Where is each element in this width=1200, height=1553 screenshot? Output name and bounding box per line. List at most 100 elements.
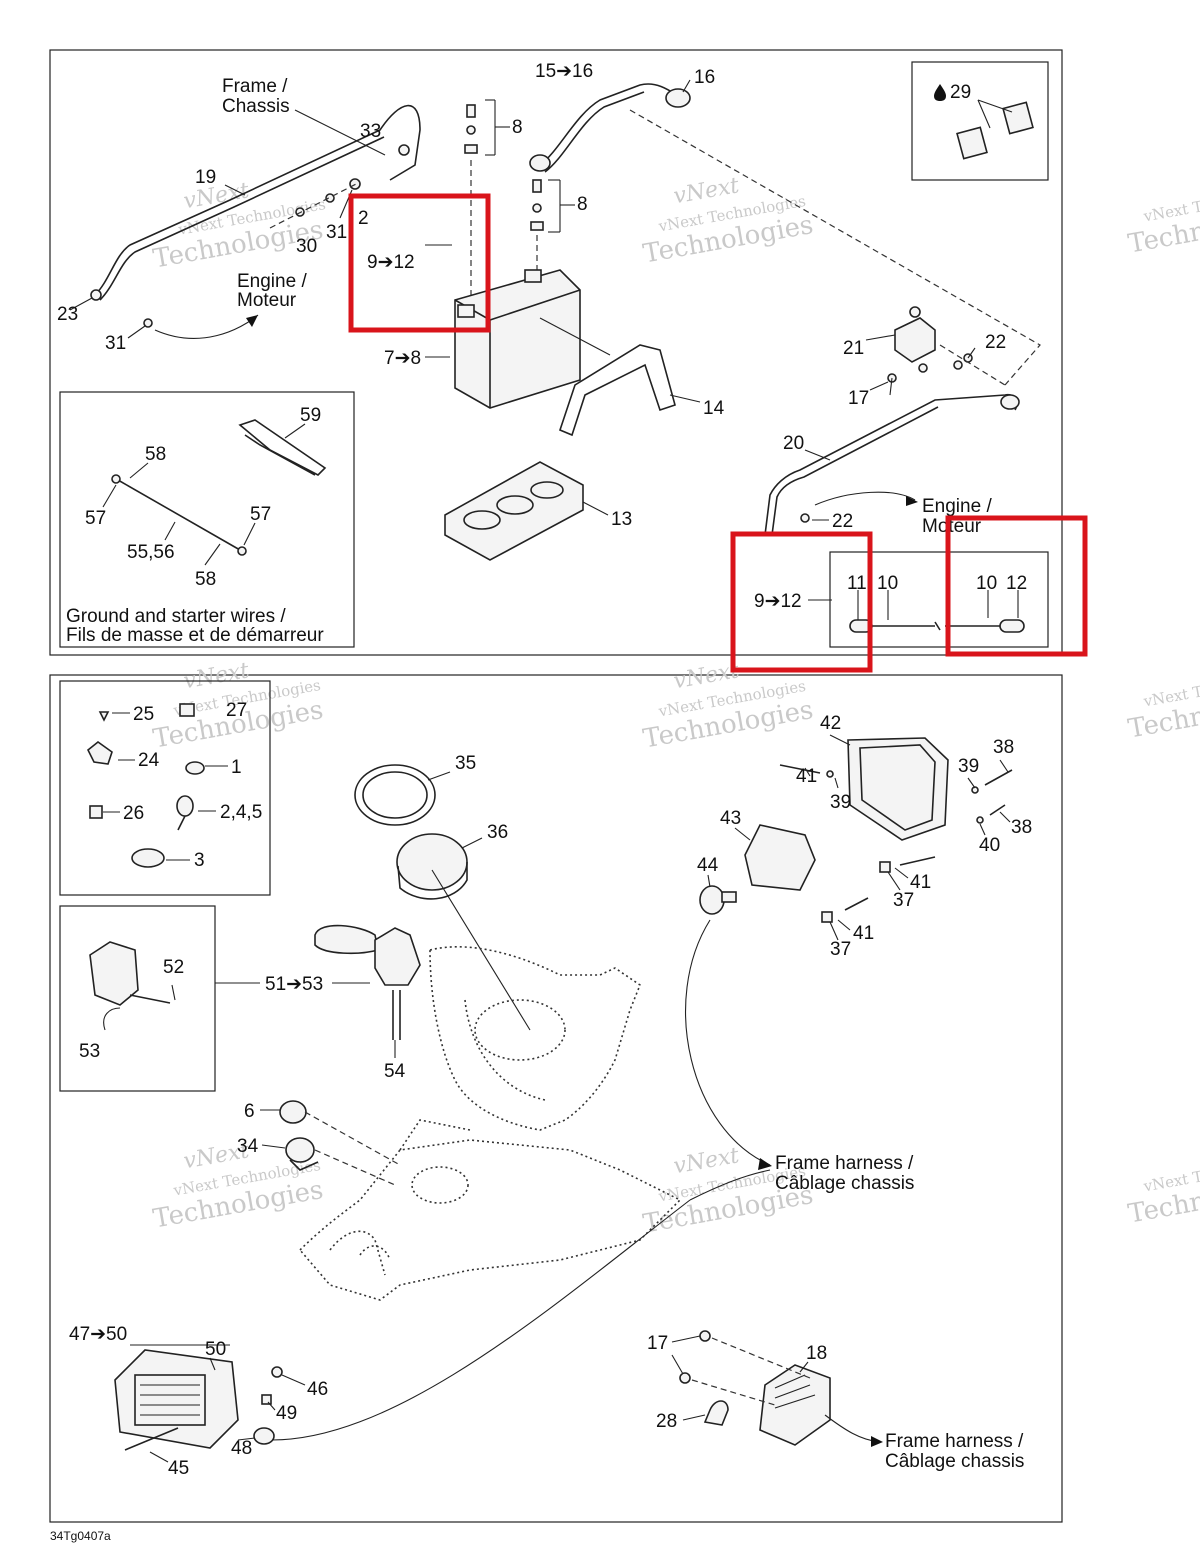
label-part-48: 48 bbox=[231, 1438, 252, 1459]
clip-49 bbox=[261, 1394, 272, 1405]
strap-pointer bbox=[539, 317, 611, 356]
highlight-box-wire-left bbox=[730, 531, 873, 673]
engine-arrowhead-left bbox=[246, 315, 258, 327]
label-part-37: 37 bbox=[830, 939, 851, 960]
label-part-51-53: 51➔53 bbox=[265, 974, 323, 995]
label-part-37: 37 bbox=[893, 890, 914, 911]
ring-terminal-23 bbox=[90, 289, 102, 301]
tail-harness-line bbox=[271, 1199, 691, 1441]
label-engine-moteur: Engine / bbox=[922, 496, 992, 517]
nut-22b bbox=[800, 513, 810, 523]
label-frame-chassis: Frame / bbox=[222, 76, 288, 97]
gauge-bezel-35 bbox=[354, 764, 436, 826]
label-part-8: 8 bbox=[512, 117, 523, 138]
terminal-boot-16 bbox=[665, 88, 691, 108]
top-panel-labels: Frame / Chassis 15➔16 16 8 8 33 19 2 31 … bbox=[57, 61, 1027, 646]
positive-route-dash bbox=[629, 109, 1041, 386]
label-part-43: 43 bbox=[720, 808, 741, 829]
positive-cable-15-16 bbox=[539, 83, 686, 166]
label-part-17: 17 bbox=[647, 1333, 668, 1354]
label-part-26: 26 bbox=[123, 803, 144, 824]
label-frame-harness: Frame harness / bbox=[775, 1153, 914, 1174]
screw-17-shank bbox=[889, 377, 893, 396]
highlight-box-wire-right bbox=[945, 515, 1088, 657]
top-panel-frame bbox=[49, 49, 1063, 656]
regulator-dash-b bbox=[691, 1379, 776, 1406]
label-part-2: 2 bbox=[358, 208, 369, 229]
clamp-28 bbox=[703, 1400, 729, 1426]
cable-boot-20 bbox=[1000, 394, 1020, 410]
label-part-38: 38 bbox=[1011, 817, 1032, 838]
label-part-57: 57 bbox=[85, 508, 106, 529]
washer-31 bbox=[325, 193, 335, 203]
label-engine-moteur: Moteur bbox=[237, 290, 297, 311]
label-part-36: 36 bbox=[487, 822, 508, 843]
label-part-6: 6 bbox=[244, 1101, 255, 1122]
label-part-55-56: 55,56 bbox=[127, 542, 175, 563]
label-part-22: 22 bbox=[832, 511, 853, 532]
inset-ground-frame bbox=[59, 391, 355, 648]
small-parts bbox=[86, 703, 205, 868]
label-part-31: 31 bbox=[326, 222, 347, 243]
label-part-35: 35 bbox=[455, 753, 476, 774]
label-part-9-12: 9➔12 bbox=[367, 252, 415, 273]
label-part-45: 45 bbox=[168, 1458, 189, 1479]
label-part-13: 13 bbox=[611, 509, 632, 530]
label-part-1: 1 bbox=[231, 757, 242, 778]
engine-arrow-right bbox=[814, 491, 916, 506]
terminal-boot-15 bbox=[529, 154, 551, 172]
label-part-50: 50 bbox=[205, 1339, 226, 1360]
headlight-housing-42 bbox=[847, 737, 949, 841]
bolt-axis-dash bbox=[269, 181, 361, 229]
bolt-set-8-left bbox=[464, 99, 510, 156]
label-part-30: 30 bbox=[296, 236, 317, 257]
switch-34-dash bbox=[314, 1149, 396, 1186]
watermarks: vNext vNext Technologies Technologies vN… bbox=[151, 173, 1200, 1239]
label-part-40: 40 bbox=[979, 835, 1000, 856]
label-part-24: 24 bbox=[138, 750, 160, 771]
highlight-box-battery-terminal bbox=[348, 193, 491, 333]
inset-small-parts-frame bbox=[59, 680, 271, 896]
label-frame-harness: Frame harness / bbox=[885, 1431, 1024, 1452]
battery-tray-13 bbox=[444, 461, 584, 561]
regulator-arrowhead bbox=[871, 1436, 883, 1447]
label-part-22: 22 bbox=[985, 332, 1006, 353]
label-part-17: 17 bbox=[848, 388, 869, 409]
inset-29-frame bbox=[911, 61, 1049, 181]
document-code: 34Tg0407a bbox=[50, 1529, 111, 1543]
bolt-set-8-right bbox=[530, 179, 575, 233]
label-part-27: 27 bbox=[226, 700, 247, 721]
nut-33 bbox=[398, 144, 410, 156]
switch-53-inset bbox=[89, 941, 171, 1031]
label-engine-moteur: Engine / bbox=[237, 271, 307, 292]
engine-arrowhead-right bbox=[906, 496, 918, 506]
label-part-23: 23 bbox=[57, 304, 78, 325]
gauge-36 bbox=[396, 833, 468, 900]
ground-wires-caption-fr: Fils de masse et de démarreur bbox=[66, 625, 324, 646]
highlight-boxes bbox=[348, 193, 1088, 673]
label-part-2-4-5: 2,4,5 bbox=[220, 802, 262, 823]
label-part-52: 52 bbox=[163, 957, 184, 978]
label-part-31: 31 bbox=[105, 333, 126, 354]
ground-cable-19-edge bbox=[99, 136, 385, 301]
label-part-21: 21 bbox=[843, 338, 864, 359]
ground-cable-19 bbox=[94, 104, 421, 296]
starter-solenoid-21 bbox=[894, 306, 936, 363]
label-part-39: 39 bbox=[958, 756, 979, 777]
connector-48 bbox=[253, 1427, 275, 1445]
bulb-44 bbox=[699, 885, 737, 915]
tail-light-assembly bbox=[114, 1349, 239, 1449]
front-body-panel bbox=[298, 946, 682, 1301]
label-part-20: 20 bbox=[783, 433, 804, 454]
battery-strap-14 bbox=[559, 344, 676, 437]
nut-22a bbox=[953, 360, 963, 370]
label-part-14: 14 bbox=[703, 398, 725, 419]
leader-lines bbox=[69, 79, 1019, 1463]
solenoid-dash bbox=[939, 344, 1006, 386]
screw-17b bbox=[699, 1330, 711, 1342]
label-part-38: 38 bbox=[993, 737, 1014, 758]
label-part-19: 19 bbox=[195, 167, 216, 188]
label-part-39: 39 bbox=[830, 792, 851, 813]
label-part-33: 33 bbox=[360, 121, 381, 142]
